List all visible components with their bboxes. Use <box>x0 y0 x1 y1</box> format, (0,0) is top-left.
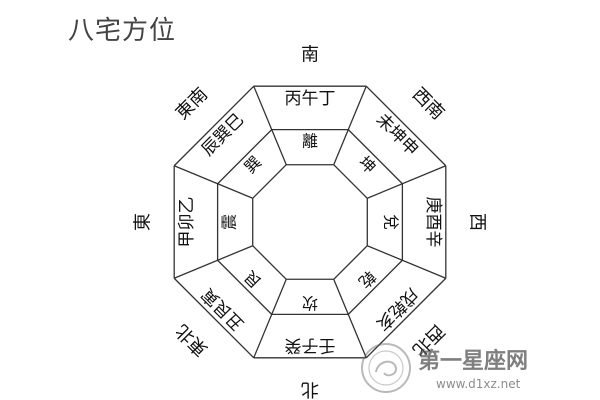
trigram-label-northwest: 乾 <box>355 267 380 292</box>
sector-divider <box>253 85 287 165</box>
diagram-title: 八宅方位 <box>68 16 177 46</box>
zodiac-logo-icon <box>361 343 411 393</box>
trigram-label-east: 震 <box>220 214 239 230</box>
outer-octagon-edge <box>365 277 447 359</box>
inner-octagon-edge <box>252 245 287 280</box>
sector-divider <box>333 279 367 359</box>
trigram-label-southwest: 坤 <box>355 152 380 177</box>
watermark-site-name: 第一星座网 <box>418 348 528 374</box>
direction-label-southeast: 東南 <box>172 84 212 124</box>
sector-divider <box>173 245 253 279</box>
trigram-label-west: 兌 <box>382 214 401 230</box>
sector-divider <box>367 245 447 279</box>
middle-octagon-edge <box>347 129 403 185</box>
sector-divider <box>253 279 287 359</box>
inner-octagon-edge <box>333 164 368 199</box>
direction-label-north: 北 <box>301 379 319 400</box>
watermark-url: www.d1xz.net <box>436 377 521 391</box>
stem-branch-label-north: 壬子癸 <box>285 335 336 355</box>
octagon-rings <box>173 85 447 359</box>
direction-label-east: 東 <box>133 213 154 231</box>
outer-octagon-edge <box>173 277 255 359</box>
inner-octagon-edge <box>333 245 368 280</box>
trigram-label-south: 離 <box>302 132 318 151</box>
trigram-label-north: 坎 <box>302 294 318 313</box>
middle-octagon-edge <box>347 259 403 315</box>
middle-octagon-edge <box>217 259 273 315</box>
sector-divider <box>173 165 253 199</box>
direction-label-south: 南 <box>301 45 319 66</box>
stem-branch-label-south: 丙午丁 <box>285 89 336 109</box>
direction-label-northeast: 東北 <box>172 320 212 360</box>
inner-octagon-edge <box>252 164 287 199</box>
stem-branch-label-east: 甲卯乙 <box>177 197 197 248</box>
sector-divider <box>333 85 367 165</box>
sector-divider <box>367 165 447 199</box>
site-watermark: 第一星座网 www.d1xz.net <box>361 343 528 393</box>
outer-octagon-edge <box>173 85 255 167</box>
outer-octagon-edge <box>365 85 447 167</box>
trigram-label-southeast: 巽 <box>240 152 265 177</box>
trigram-label-northeast: 艮 <box>240 267 265 292</box>
direction-label-west: 西 <box>467 213 488 231</box>
direction-label-southwest: 西南 <box>408 84 448 124</box>
middle-octagon-edge <box>217 129 273 185</box>
stem-branch-label-west: 庚酉辛 <box>423 197 443 248</box>
